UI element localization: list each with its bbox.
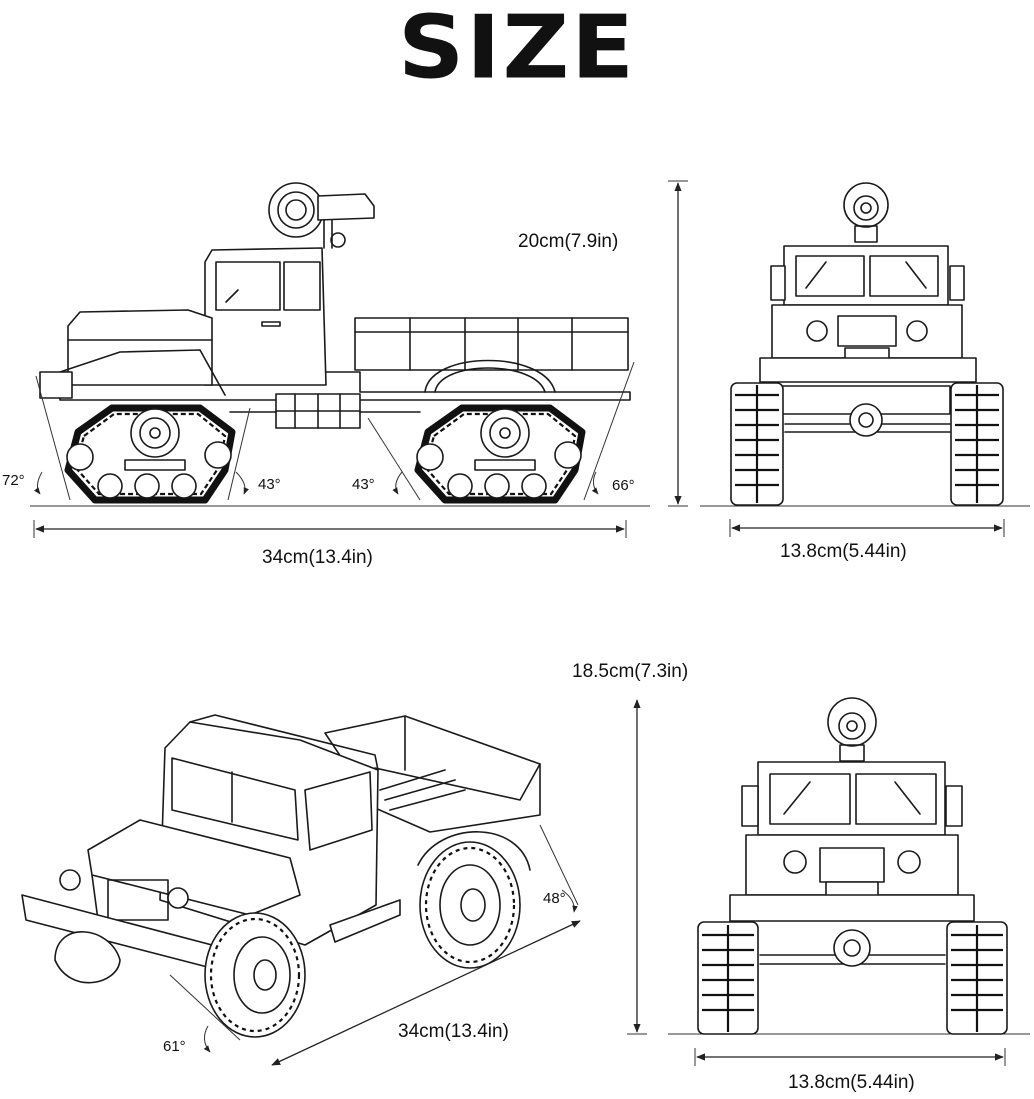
front-wheel — [204, 912, 306, 1038]
front-top-width-label: 13.8cm(5.44in) — [780, 541, 907, 562]
perspective-length-label: 34cm(13.4in) — [398, 1021, 509, 1042]
angle-label-72: 72° — [2, 472, 25, 489]
front-track-unit — [64, 404, 236, 504]
rear-wheel — [419, 841, 521, 969]
side-height-label: 20cm(7.9in) — [518, 231, 619, 252]
page-title: SIZE — [397, 0, 637, 99]
perspective-view-truck — [21, 714, 579, 1053]
angle-label-43-rear: 43° — [352, 476, 375, 493]
angle-label-61: 61° — [163, 1038, 186, 1055]
perspective-height-label: 18.5cm(7.3in) — [572, 661, 689, 682]
side-length-label: 34cm(13.4in) — [262, 547, 373, 568]
angle-label-66: 66° — [612, 477, 635, 494]
rear-track-unit — [414, 404, 586, 504]
angle-label-43-front: 43° — [258, 476, 281, 493]
front-bottom-width-label: 13.8cm(5.44in) — [788, 1072, 915, 1093]
front-view-top-truck — [700, 182, 1030, 507]
angle-label-48: 48° — [543, 890, 566, 907]
side-view-truck — [30, 182, 650, 507]
front-view-bottom-truck — [668, 697, 1030, 1035]
